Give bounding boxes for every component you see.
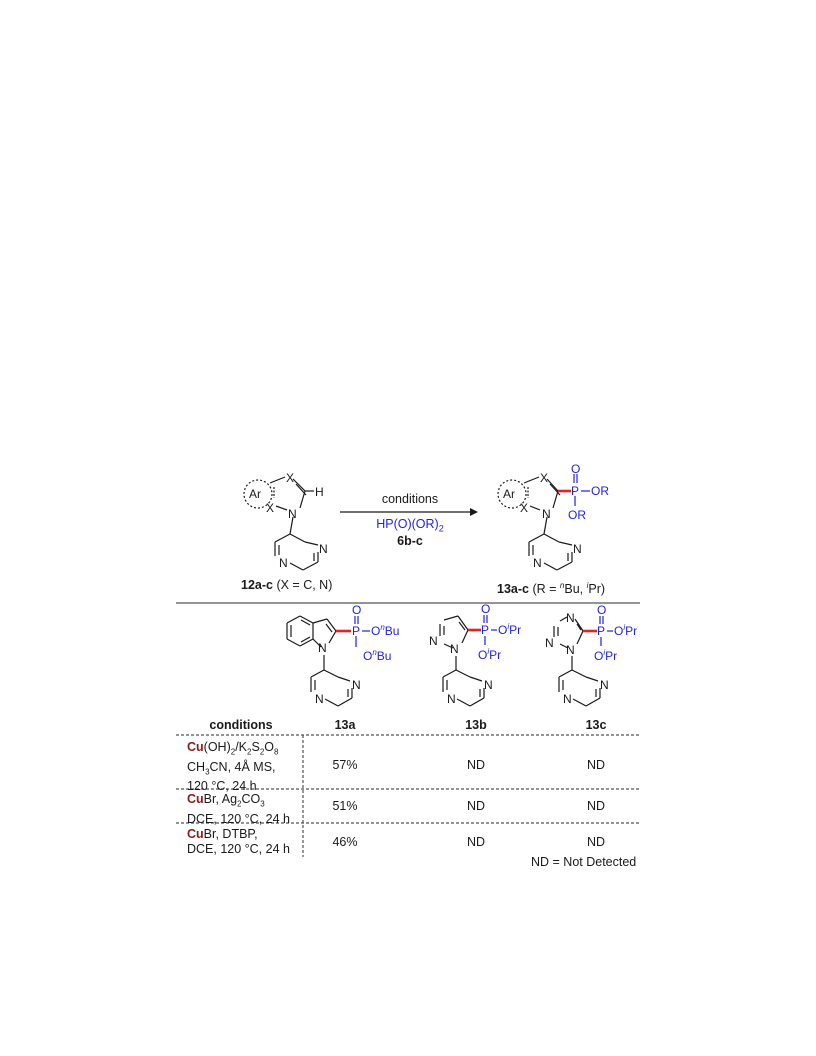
structure-13a (286, 615, 370, 707)
alkoxy-right: OiPr (614, 623, 637, 638)
header-conditions: conditions (209, 718, 273, 732)
x-label-bottom: X (266, 501, 274, 515)
oxo-label: O (571, 462, 580, 476)
substrate-structure (243, 476, 319, 571)
or-label-bottom: OR (568, 508, 586, 522)
or-label-right: OR (591, 484, 609, 498)
phosphorus-label: P (481, 623, 489, 637)
yield-13b-row-3: ND (466, 835, 486, 849)
yield-13b-row-2: ND (466, 799, 486, 813)
alkoxy-bottom: OiPr (478, 647, 501, 662)
arrow-conditions-label: conditions (381, 492, 439, 506)
triazole-n4-label: N (566, 611, 575, 625)
triazole-n2-label: N (545, 636, 554, 650)
footnote: ND = Not Detected (531, 855, 637, 869)
yield-13c-row-3: ND (586, 835, 606, 849)
pyrimidine-n-left: N (533, 556, 542, 570)
pyrimidine-n-left: N (447, 692, 456, 706)
structure-13b (439, 615, 497, 707)
n-label: N (288, 507, 297, 521)
triazole-n1-label: N (566, 643, 575, 657)
n-label: N (318, 641, 327, 655)
yield-13a-row-1: 57% (332, 758, 358, 772)
pyrimidine-n-left: N (279, 556, 288, 570)
pyrimidine-n-left: N (315, 692, 324, 706)
arrow-reagent: HP(O)(OR)2 (376, 517, 444, 534)
x-label-bottom: X (520, 501, 528, 515)
aryl-ring-dashed (243, 479, 273, 509)
pyrazole-n2-label: N (429, 634, 438, 648)
phosphorus-label: P (571, 484, 579, 498)
oxo-label: O (352, 603, 361, 617)
pyrimidine-n-right: N (484, 678, 493, 692)
arrow-head (470, 508, 478, 516)
yield-13c-row-1: ND (586, 758, 606, 772)
pyrimidine-n-right: N (319, 542, 328, 556)
conditions-row-1: Cu(OH)2/K2S2O8 CH3CN, 4Å MS, 120 °C, 24 … (187, 740, 279, 793)
pyrimidine-n-right: N (573, 542, 582, 556)
yield-13b-row-1: ND (466, 758, 486, 772)
yield-13c-row-2: ND (586, 799, 606, 813)
conditions-row-3: CuBr, DTBP, DCE, 120 °C, 24 h (187, 827, 290, 856)
yield-13a-row-2: 51% (332, 799, 358, 813)
phosphorus-label: P (597, 624, 605, 638)
product-structure (497, 474, 590, 571)
aryl-label: Ar (503, 487, 515, 501)
phosphorus-label: P (352, 624, 360, 638)
alkoxy-right: OiPr (498, 622, 521, 637)
x-label-top: X (540, 471, 548, 485)
x-label-top: X (286, 471, 294, 485)
alkoxy-bottom: OiPr (594, 648, 617, 663)
pyrimidine-n-right: N (352, 678, 361, 692)
conditions-row-2: CuBr, Ag2CO3 DCE, 120 °C, 24 h (187, 792, 290, 826)
header-13a: 13a (334, 718, 356, 732)
alkoxy-right: OnBu (371, 623, 399, 638)
h-label: H (315, 485, 324, 499)
oxo-label: O (597, 603, 606, 617)
structure-13c (553, 616, 613, 707)
pyrimidine-n-left: N (563, 692, 572, 706)
pyrimidine-n-right: N (600, 678, 609, 692)
alkoxy-bottom: OnBu (363, 648, 391, 663)
aryl-ring-dashed (497, 479, 527, 509)
aryl-label: Ar (249, 487, 261, 501)
product-caption: 13a-c (R = nBu, iPr) (497, 581, 606, 597)
arrow-compound-number: 6b-c (397, 534, 423, 548)
substrate-caption: 12a-c (X = C, N) (241, 578, 333, 592)
oxo-label: O (481, 602, 490, 616)
n-label: N (542, 507, 551, 521)
header-13b: 13b (465, 718, 487, 732)
pyrazole-n1-label: N (450, 642, 459, 656)
header-13c: 13c (585, 718, 607, 732)
yield-13a-row-3: 46% (332, 835, 358, 849)
